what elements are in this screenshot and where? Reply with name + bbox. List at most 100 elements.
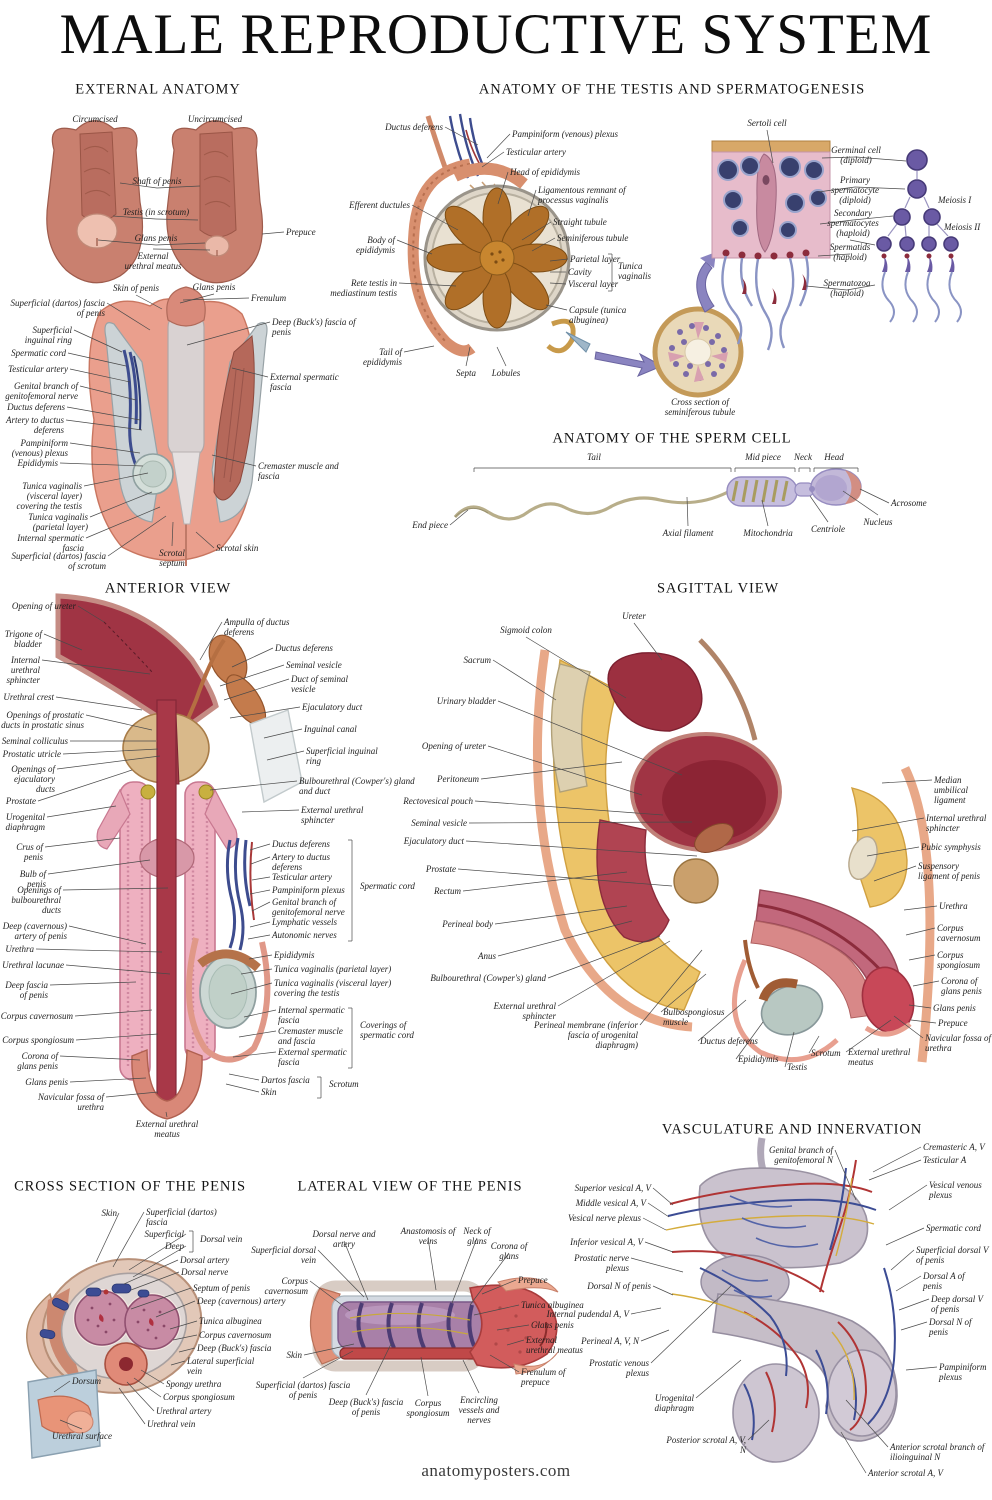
cross-section-label: Urethral artery bbox=[156, 1406, 212, 1416]
testis-label: Body of epididymis bbox=[356, 235, 395, 256]
sperm-cell-label: Neck bbox=[794, 452, 812, 462]
sperm-cell-label: Mitochondria bbox=[743, 528, 793, 538]
anterior-view-label: Trigone of bladder bbox=[4, 629, 42, 650]
anterior-view-label: Prostate bbox=[5, 796, 36, 806]
sagittal-view-label: Ejaculatory duct bbox=[403, 836, 464, 846]
anterior-view-label: Cremaster muscle and fascia bbox=[278, 1026, 343, 1047]
testis-label: Pampiniform (venous) plexus bbox=[512, 129, 618, 139]
external-anatomy-label: Superficial inguinal ring bbox=[24, 325, 72, 346]
vasculature-label: Spermatic cord bbox=[926, 1223, 981, 1233]
external-anatomy-label: Pampiniform (venous) plexus bbox=[11, 438, 68, 459]
vasculature-label: Middle vesical A, V bbox=[575, 1198, 646, 1208]
anterior-view-label: Tunica vaginalis (visceral layer) coveri… bbox=[274, 978, 392, 999]
vasculature-label: Deep dorsal V of penis bbox=[931, 1294, 983, 1315]
cross-section-label: Dorsal nerve bbox=[181, 1267, 229, 1277]
external-anatomy-label: Uncircumcised bbox=[187, 114, 243, 124]
sagittal-view-label: Sigmoid colon bbox=[500, 625, 552, 635]
sagittal-view-label: Suspensory ligament of penis bbox=[918, 861, 980, 882]
anterior-view-label: Openings of ejaculatory ducts bbox=[11, 764, 55, 795]
external-anatomy-label: Superficial (dartos) fascia of penis bbox=[10, 298, 106, 319]
spermatogenesis-label: Germinal cell (diploid) bbox=[831, 145, 881, 166]
sagittal-view-label: External urethral meatus bbox=[848, 1047, 911, 1068]
sperm-cell-label: Head bbox=[824, 452, 844, 462]
testis-label: Ligamentous remnant of processus vaginal… bbox=[538, 185, 626, 206]
anterior-view-label: Crus of penis bbox=[16, 842, 43, 863]
sagittal-view-label: Prostate bbox=[425, 864, 456, 874]
anterior-view-label: Urethra bbox=[5, 944, 34, 954]
anterior-view-label: Dartos fascia bbox=[261, 1075, 310, 1085]
section-title-anterior-view: ANTERIOR VIEW bbox=[104, 580, 232, 597]
external-anatomy-label: External urethral meatus bbox=[124, 251, 182, 272]
vasculature-label: Inferior vesical A, V bbox=[570, 1237, 643, 1247]
vasculature-label: Testicular A bbox=[923, 1155, 967, 1165]
cross-section-label: Urethral vein bbox=[147, 1419, 196, 1429]
cross-section-label: Dorsal vein bbox=[200, 1234, 243, 1244]
vasculature-label: Dorsal A of penis bbox=[923, 1271, 965, 1292]
sagittal-view-label: Anus bbox=[478, 951, 496, 961]
external-anatomy-label: Genital branch of genitofemoral nerve bbox=[5, 381, 78, 402]
testis-label: Septa bbox=[456, 368, 476, 378]
sagittal-view-label: Urethra bbox=[939, 901, 968, 911]
sperm-cell-label: Tail bbox=[587, 452, 601, 462]
sagittal-view-label: Sacrum bbox=[463, 655, 492, 665]
sagittal-view-label: Prepuce bbox=[938, 1018, 968, 1028]
external-anatomy-label: Artery to ductus deferens bbox=[6, 415, 64, 436]
cross-section-label: Corpus cavernosum bbox=[199, 1330, 272, 1340]
anterior-view-label: Deep (cavernous) artery of penis bbox=[2, 921, 67, 942]
section-title-lateral-view: LATERAL VIEW OF THE PENIS bbox=[297, 1178, 523, 1195]
sagittal-view-label: Rectum bbox=[434, 886, 461, 896]
spermatogenesis-label: Spermatozoa (haploid) bbox=[823, 278, 871, 299]
external-anatomy-label: External spermatic fascia bbox=[270, 372, 339, 393]
sperm-cell-label: Centriole bbox=[811, 524, 845, 534]
anterior-view-label: External spermatic fascia bbox=[278, 1047, 347, 1068]
anterior-view-label: Autonomic nerves bbox=[272, 930, 337, 940]
anterior-view-label: Ductus deferens bbox=[275, 643, 333, 653]
anterior-view-label: Openings of prostatic ducts in prostatic… bbox=[1, 710, 84, 731]
sperm-cell-label: Nucleus bbox=[863, 517, 893, 527]
testis-label: Straight tubule bbox=[553, 217, 607, 227]
vasculature-label: Urogenital diaphragm bbox=[654, 1393, 694, 1414]
external-anatomy-label: Deep (Buck's) fascia of penis bbox=[272, 317, 356, 338]
vasculature-label: Vesical nerve plexus bbox=[568, 1213, 641, 1223]
testis-label: Tunica vaginalis bbox=[618, 261, 651, 282]
cross-section-label: Skin bbox=[101, 1208, 118, 1218]
anterior-view-label: Ampulla of ductus deferens bbox=[224, 617, 290, 638]
anterior-view-label: Corpus spongiosum bbox=[2, 1035, 74, 1045]
testis-label: Parietal layer bbox=[570, 254, 621, 264]
external-anatomy-label: Skin of penis bbox=[113, 283, 159, 293]
sagittal-view-label: Pubic symphysis bbox=[921, 842, 981, 852]
vasculature-label: Dorsal N of penis bbox=[929, 1317, 972, 1338]
testis-label: Capsule (tunica albuginea) bbox=[569, 305, 627, 326]
anterior-view-label: Epididymis bbox=[274, 950, 315, 960]
section-title-vasculature: VASCULATURE AND INNERVATION bbox=[661, 1121, 923, 1138]
sagittal-view-label: Corona of glans penis bbox=[941, 976, 982, 997]
sagittal-view-label: Scrotum bbox=[811, 1048, 841, 1058]
vasculature-label: Internal pudendal A, V bbox=[546, 1309, 629, 1319]
testis-label: Head of epididymis bbox=[510, 167, 580, 177]
external-anatomy-label: Frenulum bbox=[251, 293, 287, 303]
external-anatomy-label: Tunica vaginalis (visceral layer) coveri… bbox=[16, 481, 82, 512]
lateral-view-label: Superficial dorsal vein bbox=[251, 1245, 316, 1266]
sperm-cell-label: Mid piece bbox=[745, 452, 781, 462]
sagittal-view-label: Corpus cavernosum bbox=[937, 923, 981, 944]
sagittal-view-label: Bulbourethral (Cowper's) gland bbox=[430, 973, 546, 983]
external-anatomy-label: Shaft of penis bbox=[132, 176, 182, 186]
anterior-view-label: Genital branch of genitofemoral nerve bbox=[272, 897, 345, 918]
anterior-view-label: Seminal colliculus bbox=[1, 736, 68, 746]
anterior-view-label: Urogenital diaphragm bbox=[5, 812, 45, 833]
anterior-view-label: Duct of seminal vesicle bbox=[291, 674, 348, 695]
testis-label: Testicular artery bbox=[506, 147, 566, 157]
spermatogenesis-label: Meiosis II bbox=[944, 222, 981, 232]
sagittal-view-label: Internal urethral sphincter bbox=[926, 813, 987, 834]
sagittal-view-label: Opening of ureter bbox=[421, 741, 486, 751]
lateral-view-label: Corona of glans bbox=[490, 1241, 528, 1262]
vasculature-label: Dorsal N of penis bbox=[587, 1281, 651, 1291]
cross-section-label: Dorsum bbox=[72, 1376, 102, 1386]
poster-title: MALE REPRODUCTIVE SYSTEM bbox=[59, 3, 933, 66]
cross-section-label: Superficial bbox=[144, 1229, 185, 1239]
vasculature-label: Vesical venous plexus bbox=[929, 1180, 982, 1201]
external-anatomy-label: Glans penis bbox=[192, 282, 236, 292]
vasculature-label: Prostatic venous plexus bbox=[589, 1358, 649, 1379]
section-title-sagittal-view: SAGITTAL VIEW bbox=[656, 580, 780, 597]
